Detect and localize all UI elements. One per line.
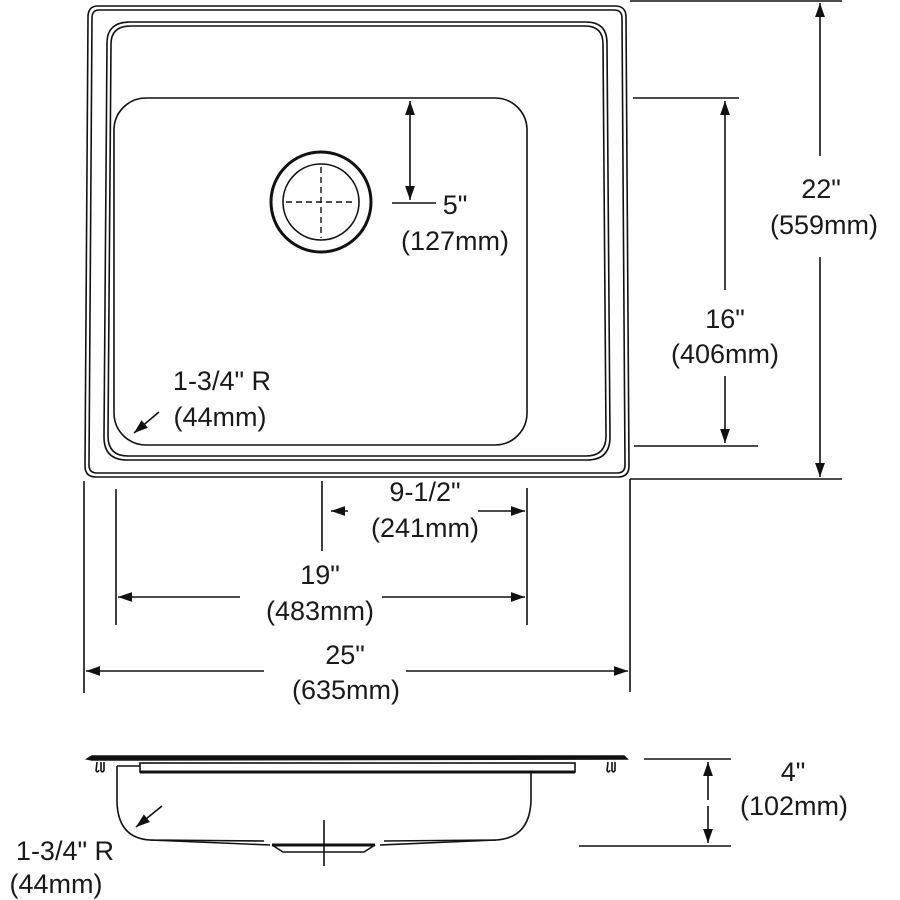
overall-length-dimension: 22" (559mm) [630, 0, 878, 480]
bowl-width-dimension: 19" (483mm) [115, 489, 525, 626]
inner-rim [103, 21, 611, 461]
drain-inner-ring [282, 163, 360, 241]
bowl-width-inches: 19" [300, 560, 340, 590]
overall-length-mm: (559mm) [770, 210, 878, 240]
outer-rim-inner [88, 9, 626, 474]
side-view: 1-3/4" R (44mm) [10, 755, 629, 899]
drain-to-edge-inches: 9-1/2" [389, 477, 460, 507]
bowl-length-mm: (406mm) [671, 339, 779, 369]
corner-radius-inches: 1-3/4" R [173, 366, 271, 396]
drain-to-edge-mm: (241mm) [371, 513, 479, 543]
bowl-depth-inches: 4" [781, 757, 806, 787]
bowl-depth-dimension: 4" (102mm) [579, 757, 848, 847]
drain-offset-inches: 5" [443, 190, 468, 220]
mounting-clip-left [95, 761, 105, 773]
mounting-clip-right [606, 761, 616, 773]
drain-offset-mm: (127mm) [401, 226, 509, 256]
bowl-length-dimension: 16" (406mm) [633, 97, 779, 447]
overall-width-mm: (635mm) [292, 675, 400, 705]
overall-width-dimension: 25" (635mm) [83, 481, 628, 705]
inner-rim-inner [107, 25, 607, 457]
bowl-length-inches: 16" [705, 304, 745, 334]
outer-rim [84, 5, 630, 478]
overall-length-inches: 22" [801, 174, 841, 204]
bottom-radius-leader [135, 805, 163, 828]
overall-width-inches: 25" [325, 640, 365, 670]
drain-to-edge-dimension: 9-1/2" (241mm) [321, 477, 528, 625]
bowl-depth-mm: (102mm) [740, 791, 848, 821]
top-view: 5" (127mm) 1-3/4" R (44mm) [84, 5, 630, 478]
bottom-radius-inches: 1-3/4" R [16, 836, 114, 866]
corner-radius-leader [133, 411, 160, 434]
bowl-width-mm: (483mm) [266, 596, 374, 626]
drain-outer-ring [269, 150, 373, 254]
bottom-radius-mm: (44mm) [10, 869, 103, 899]
bowl-outline [113, 97, 528, 446]
bowl-profile [116, 766, 532, 842]
corner-radius-mm: (44mm) [174, 402, 267, 432]
